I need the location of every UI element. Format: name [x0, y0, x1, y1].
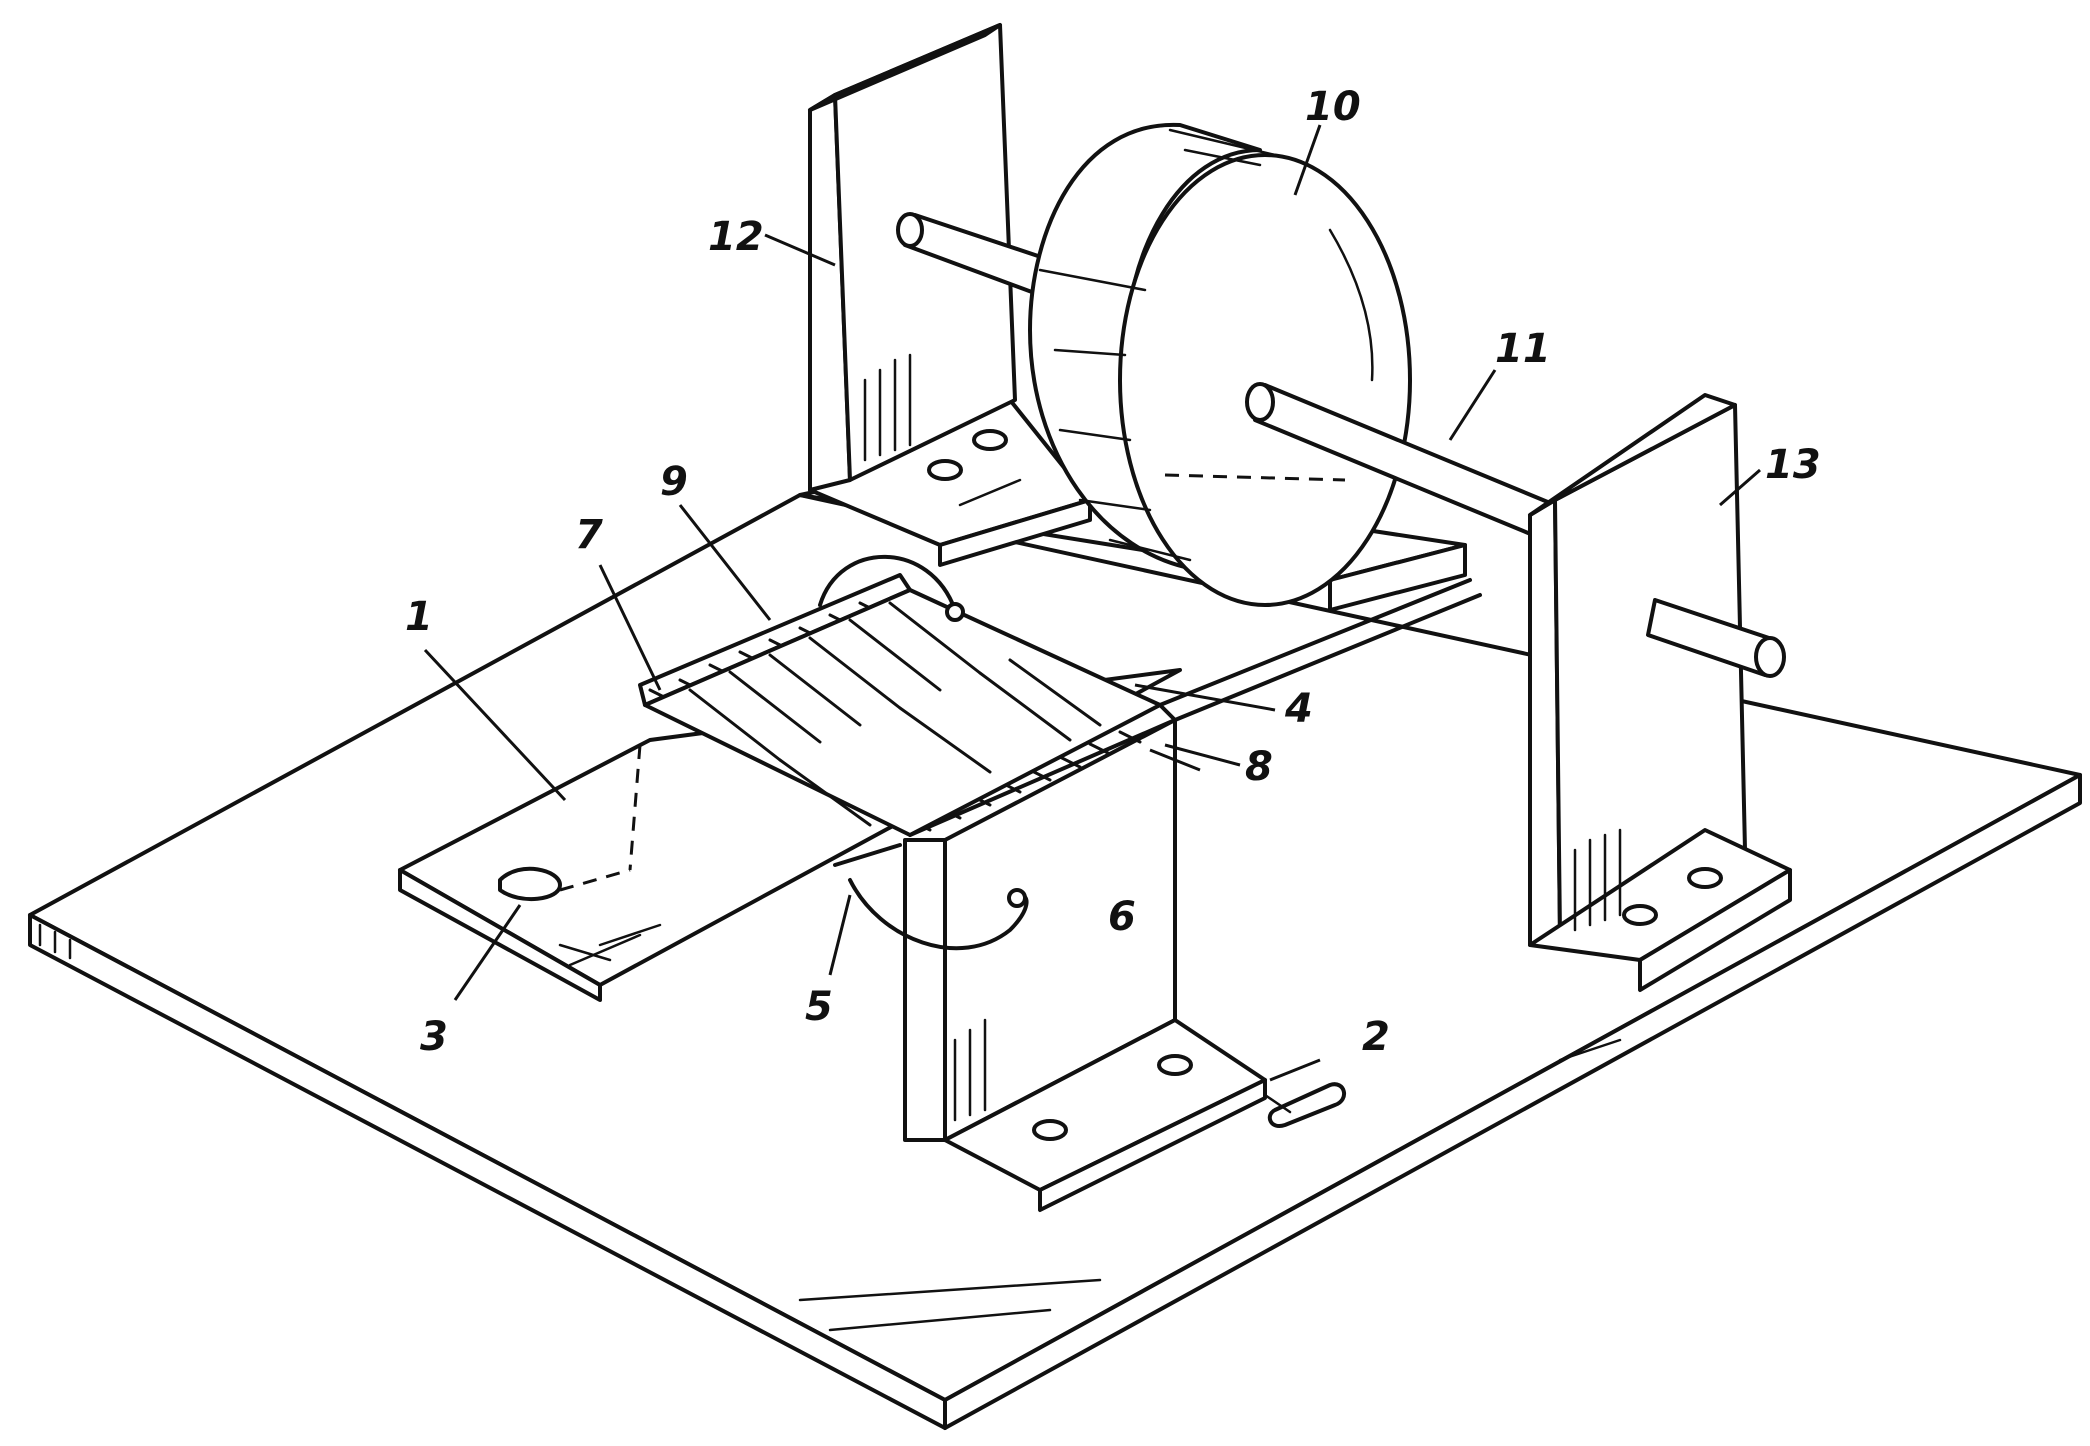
coil-winding-9: [638, 554, 1177, 837]
support-block-6: [903, 718, 1346, 1212]
callout-7: 7: [575, 512, 603, 558]
callout-12: 12: [708, 214, 764, 260]
callout-8: 8: [1245, 744, 1273, 790]
shaft-11-front: [1245, 382, 1557, 542]
callout-11: 11: [1495, 326, 1551, 372]
callout-4: 4: [1284, 686, 1313, 732]
callout-2: 2: [1362, 1014, 1390, 1060]
callout-6: 6: [1108, 894, 1136, 940]
rod-4: [1158, 578, 1482, 722]
callout-5: 5: [805, 984, 833, 1030]
flywheel-10: [1028, 122, 1412, 607]
leader-lines: [423, 124, 1761, 1082]
callout-1: 1: [405, 594, 433, 640]
callout-9: 9: [660, 459, 688, 505]
lead-5: [833, 843, 1029, 951]
callout-3: 3: [420, 1014, 448, 1060]
callout-13: 13: [1765, 442, 1821, 488]
bracket-13: [1528, 393, 1792, 992]
callout-10: 10: [1305, 84, 1361, 130]
callout-labels: 1 2 3 4 5 6 7 8 9 10 11 12 13: [405, 84, 1821, 1060]
